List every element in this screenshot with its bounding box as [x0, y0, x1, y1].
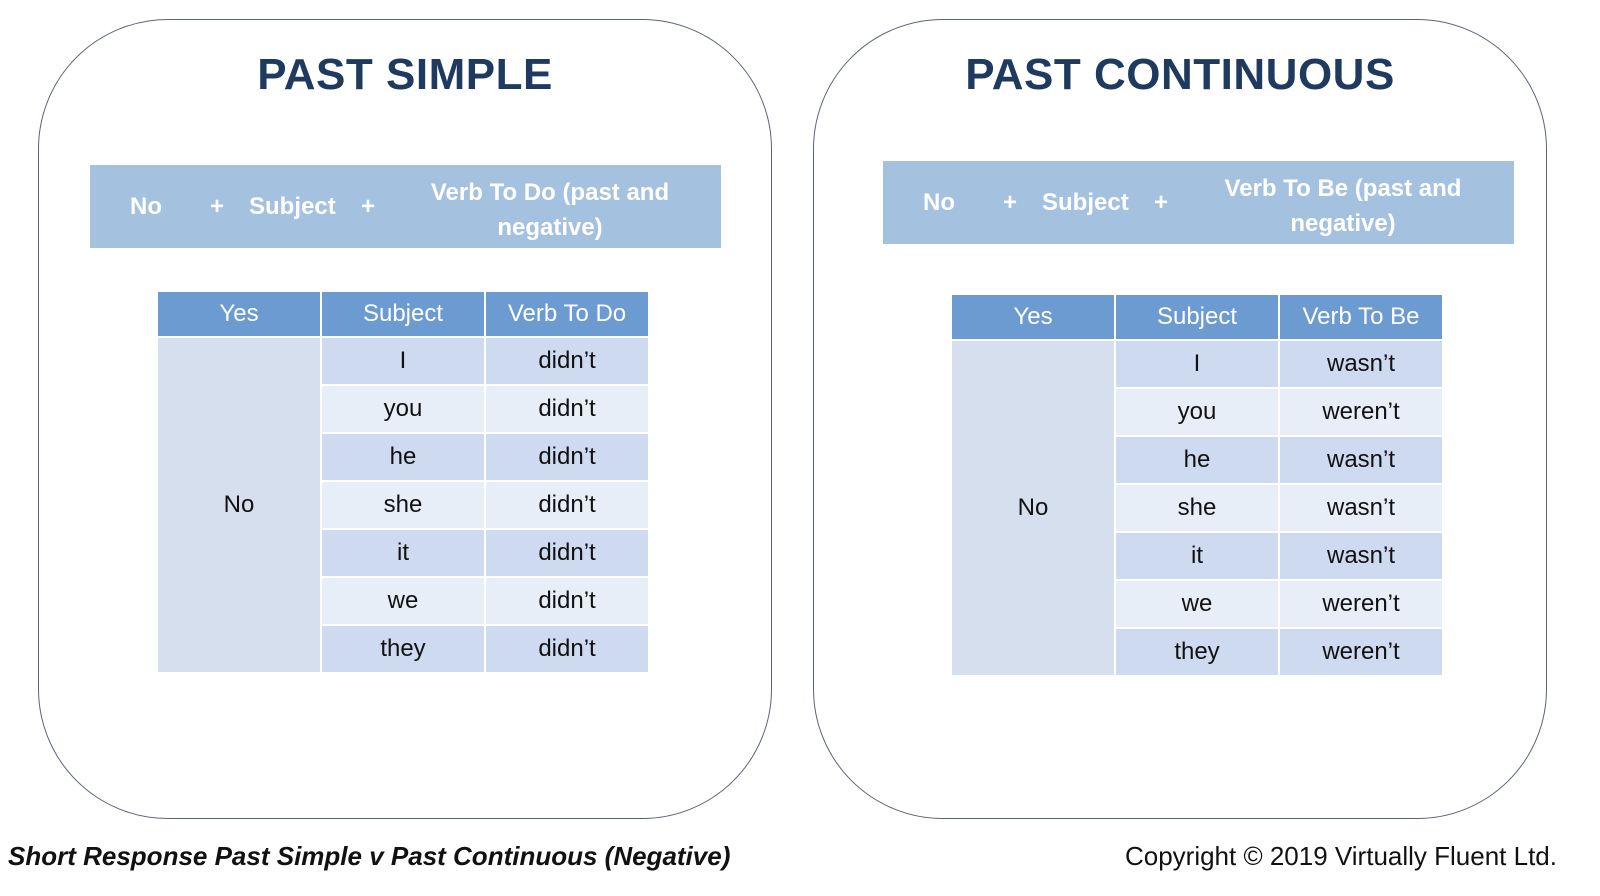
table-row: No I wasn’t [952, 341, 1442, 675]
verb-cell: didn’t [486, 482, 648, 528]
header-yes: Yes [952, 295, 1114, 339]
header-verb: Verb To Be [1280, 295, 1442, 339]
header-subject: Subject [1116, 295, 1278, 339]
subject-cell: they [1116, 629, 1278, 675]
subject-cell: you [1116, 389, 1278, 435]
no-cell: No [952, 341, 1114, 675]
subject-cell: we [1116, 581, 1278, 627]
verb-cell: didn’t [486, 338, 648, 384]
subject-cell: she [1116, 485, 1278, 531]
table-row: they didn’t [158, 626, 648, 672]
table-row: you didn’t [158, 386, 648, 432]
formula-subject: Subject [249, 193, 336, 220]
table-row: she wasn’t [952, 485, 1442, 531]
past-simple-panel: PAST SIMPLE No + Subject + Verb To Do (p… [38, 19, 772, 819]
no-cell: No [158, 338, 320, 672]
formula-no: No [923, 189, 955, 216]
subject-cell: I [322, 338, 484, 384]
formula-subject: Subject [1042, 189, 1129, 216]
panel-title: PAST SIMPLE [257, 50, 553, 99]
table-row: they weren’t [952, 629, 1442, 675]
verb-cell: didn’t [486, 386, 648, 432]
formula-verb: Verb To Be (past and negative) [1224, 175, 1462, 237]
panel-title: PAST CONTINUOUS [965, 50, 1395, 99]
formula-bar: No + Subject + Verb To Do (past and nega… [90, 165, 721, 248]
past-continuous-panel: PAST CONTINUOUS No + Subject + Verb To B… [813, 19, 1547, 819]
copyright-notice: Copyright © 2019 Virtually Fluent Ltd. [1124, 841, 1557, 871]
header-yes: Yes [158, 292, 320, 336]
table-row: he didn’t [158, 434, 648, 480]
subject-cell: she [322, 482, 484, 528]
table-row: No I didn’t [158, 338, 648, 672]
verb-cell: wasn’t [1280, 485, 1442, 531]
formula-plus: + [210, 193, 225, 220]
verb-cell: wasn’t [1280, 341, 1442, 387]
table-header-row: Yes Subject Verb To Be [952, 295, 1442, 339]
verb-cell: didn’t [486, 530, 648, 576]
formula-plus: + [361, 193, 376, 220]
verb-cell: didn’t [486, 578, 648, 624]
formula-bar: No + Subject + Verb To Be (past and nega… [883, 161, 1514, 244]
conjugation-table: Yes Subject Verb To Do No I didn’t you d… [156, 290, 650, 674]
table-row: it didn’t [158, 530, 648, 576]
table-row: she didn’t [158, 482, 648, 528]
subject-cell: we [322, 578, 484, 624]
table-row: we didn’t [158, 578, 648, 624]
slide-caption: Short Response Past Simple v Past Contin… [8, 841, 731, 871]
subject-cell: it [322, 530, 484, 576]
formula-plus: + [1003, 189, 1018, 216]
subject-cell: it [1116, 533, 1278, 579]
table-row: you weren’t [952, 389, 1442, 435]
verb-cell: weren’t [1280, 581, 1442, 627]
subject-cell: you [322, 386, 484, 432]
subject-cell: he [322, 434, 484, 480]
verb-cell: didn’t [486, 626, 648, 672]
subject-cell: they [322, 626, 484, 672]
formula-no: No [130, 193, 162, 220]
table-row: it wasn’t [952, 533, 1442, 579]
formula-verb: Verb To Do (past and negative) [430, 179, 670, 241]
header-subject: Subject [322, 292, 484, 336]
verb-cell: didn’t [486, 434, 648, 480]
formula-plus: + [1154, 189, 1169, 216]
subject-cell: he [1116, 437, 1278, 483]
table-row: he wasn’t [952, 437, 1442, 483]
table-header-row: Yes Subject Verb To Do [158, 292, 648, 336]
verb-cell: wasn’t [1280, 533, 1442, 579]
header-verb: Verb To Do [486, 292, 648, 336]
verb-cell: wasn’t [1280, 437, 1442, 483]
verb-cell: weren’t [1280, 389, 1442, 435]
subject-cell: I [1116, 341, 1278, 387]
conjugation-table: Yes Subject Verb To Be No I wasn’t you w… [950, 293, 1444, 677]
verb-cell: weren’t [1280, 629, 1442, 675]
table-row: we weren’t [952, 581, 1442, 627]
